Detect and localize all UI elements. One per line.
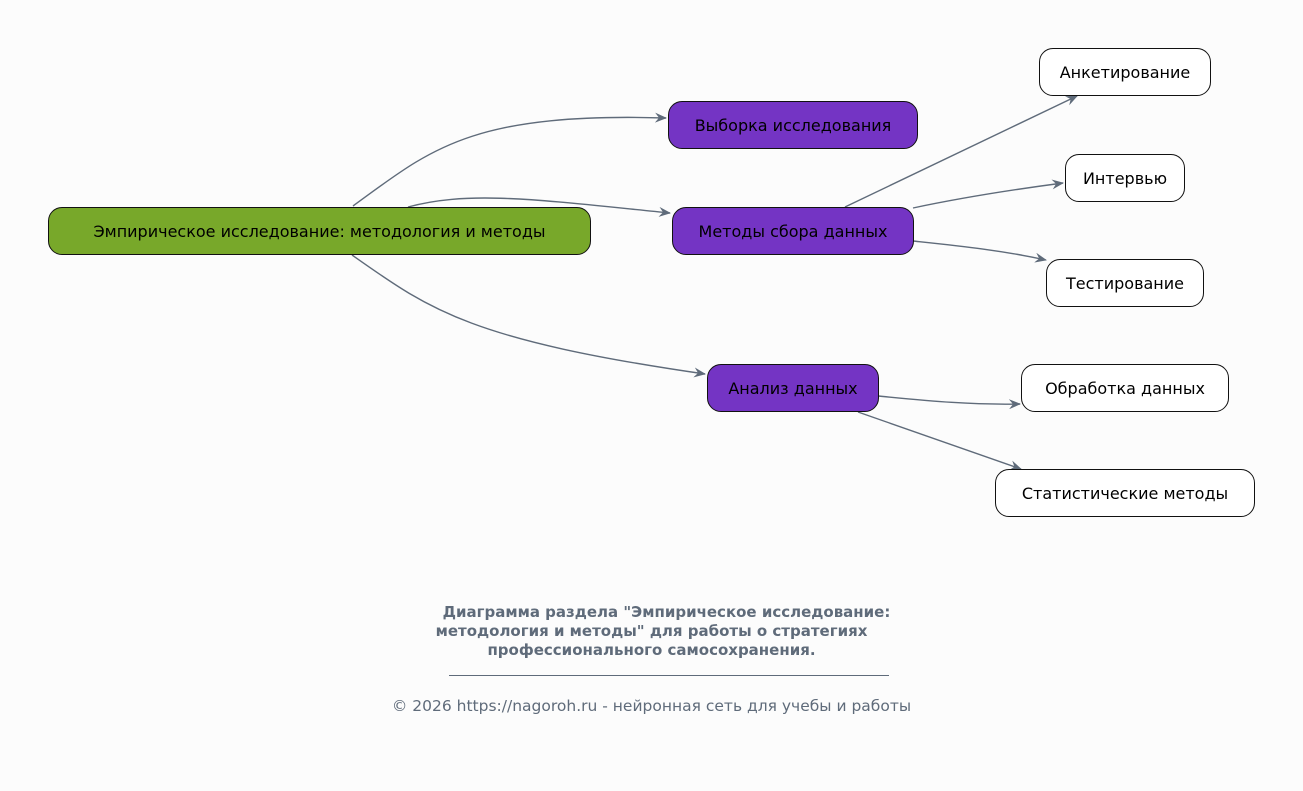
edge-analysis-processing xyxy=(877,395,1021,410)
caption-line-1: Диаграмма раздела "Эмпирическое исследов… xyxy=(442,603,891,621)
edge-root-analysis xyxy=(351,254,706,378)
node-processing: Обработка данных xyxy=(1021,364,1229,412)
edge-root-methods xyxy=(407,197,671,217)
divider xyxy=(449,675,889,676)
node-analysis: Анализ данных xyxy=(707,364,879,412)
footer-copyright: © 2026 https://nagoroh.ru - нейронная се… xyxy=(391,697,912,715)
node-survey: Анкетирование xyxy=(1039,48,1211,96)
node-testing: Тестирование xyxy=(1046,259,1204,307)
edge-methods-testing xyxy=(912,240,1047,263)
diagram-caption: Диаграмма раздела "Эмпирическое исследов… xyxy=(0,603,1303,660)
edge-analysis-statistics xyxy=(857,411,1022,471)
edge-root-sample xyxy=(352,112,667,207)
edge-methods-survey xyxy=(844,95,1078,208)
caption-line-3: профессионального самосохранения. xyxy=(487,641,816,659)
node-statistics: Статистические методы xyxy=(995,469,1255,517)
node-root: Эмпирическое исследование: методология и… xyxy=(48,207,591,255)
caption-line-2: методология и методы" для работы о страт… xyxy=(435,622,868,640)
node-sample: Выборка исследования xyxy=(668,101,918,149)
node-interview: Интервью xyxy=(1065,154,1185,202)
node-methods: Методы сбора данных xyxy=(672,207,914,255)
edge-methods-interview xyxy=(912,179,1064,209)
